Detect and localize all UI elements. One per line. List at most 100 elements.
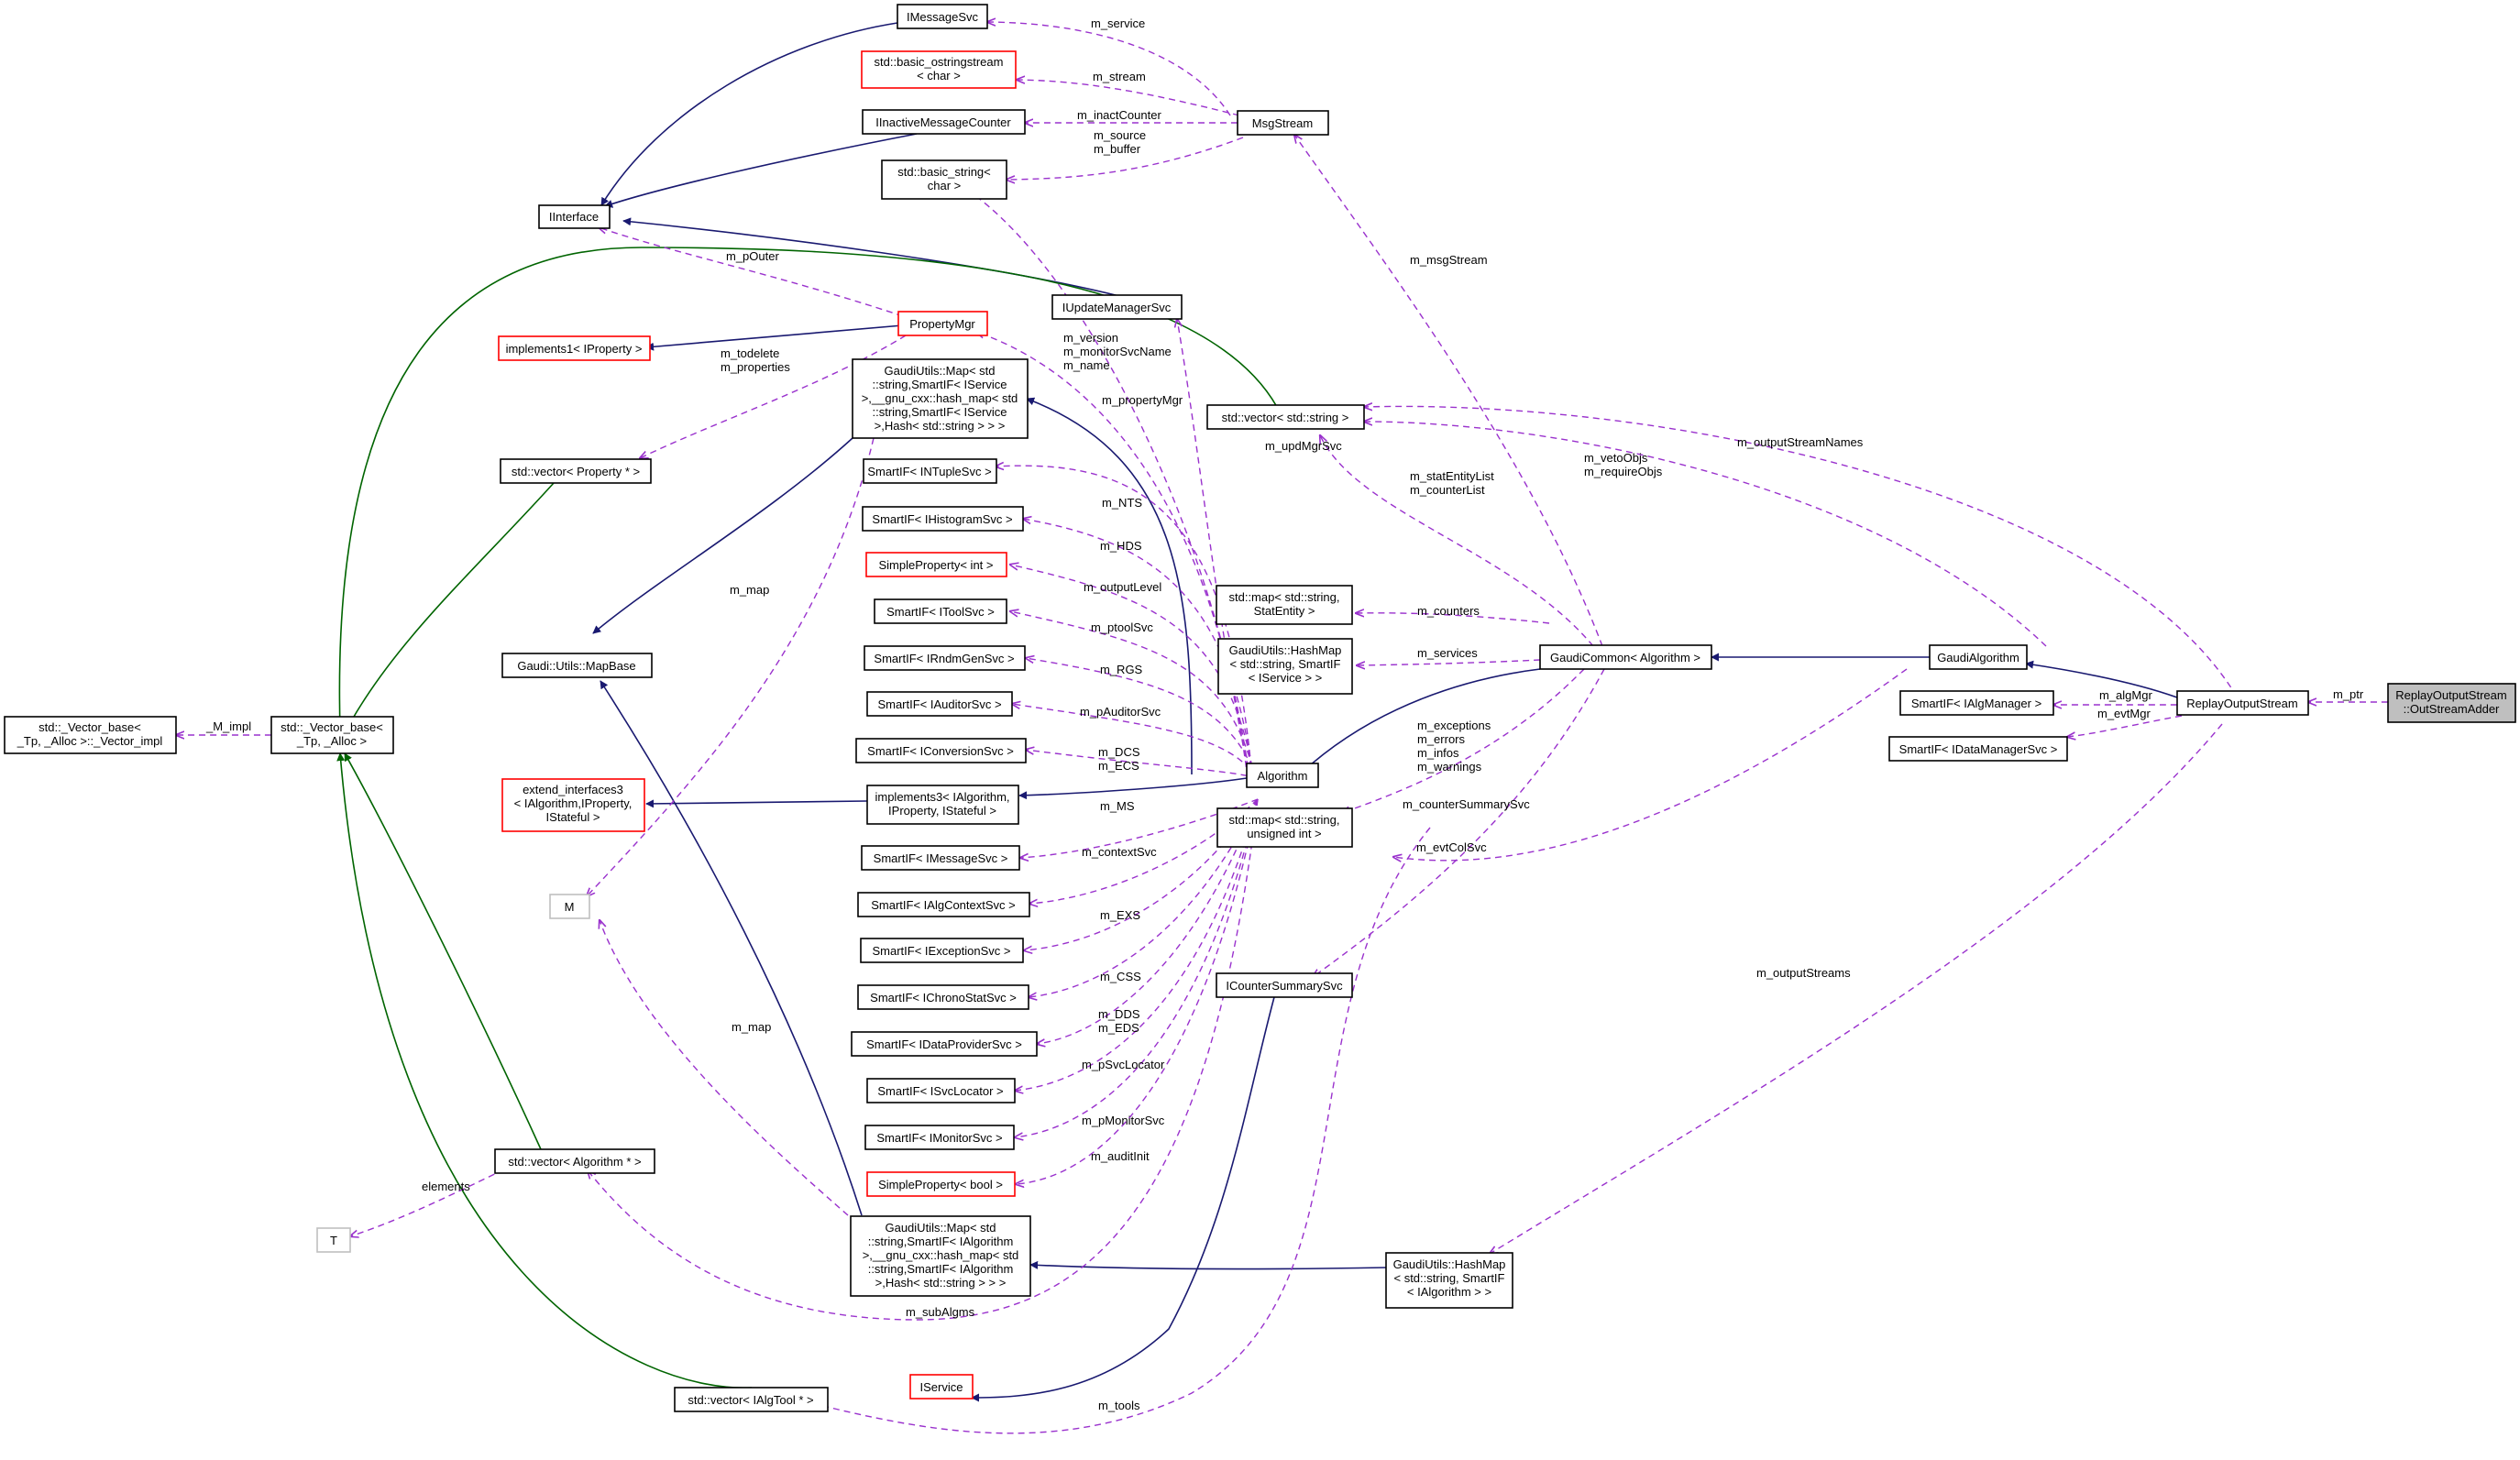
edge-use-m_service [987, 22, 1231, 116]
node-iservice[interactable]: IService [909, 1374, 974, 1400]
node-smartif-ichronostatsvc[interactable]: SmartIF< IChronoStatSvc > [857, 984, 1029, 1010]
node-implements3[interactable]: implements3< IAlgorithm,IProperty, IStat… [866, 785, 1019, 825]
node-msgstream[interactable]: MsgStream [1237, 110, 1329, 136]
svg-text:Gaudi::Utils::MapBase: Gaudi::Utils::MapBase [517, 659, 635, 673]
node-vector-string[interactable]: std::vector< std::string > [1206, 404, 1365, 430]
edge-label-layer: m_service m_stream m_inactCounter m_sour… [205, 16, 2364, 1412]
text-line: < std::string, SmartIF [1229, 657, 1340, 671]
text-line: m_infos [1417, 746, 1459, 760]
node-map-uint[interactable]: std::map< std::string,unsigned int > [1216, 807, 1353, 848]
node-outstreamadder[interactable]: ReplayOutputStream::OutStreamAdder [2387, 683, 2516, 723]
node-extend-interfaces3[interactable]: extend_interfaces3< IAlgorithm,IProperty… [501, 778, 645, 832]
node-propertymgr[interactable]: PropertyMgr [897, 311, 988, 336]
node-vector-algtool[interactable]: std::vector< IAlgTool * > [674, 1387, 829, 1412]
text-line: SmartIF< IChronoStatSvc > [870, 991, 1017, 1004]
svg-text:IService: IService [920, 1380, 963, 1394]
node-gaudialgorithm[interactable]: GaudiAlgorithm [1929, 644, 2028, 670]
node-smartif-iexceptionsvc[interactable]: SmartIF< IExceptionSvc > [860, 938, 1024, 963]
node-smartif-iauditorsvc[interactable]: SmartIF< IAuditorSvc > [866, 691, 1013, 717]
node-smartif-idataprovidersvc[interactable]: SmartIF< IDataProviderSvc > [851, 1031, 1038, 1057]
text-line: m_pOuter [726, 249, 779, 263]
node-smartif-imonitorsvc[interactable]: SmartIF< IMonitorSvc > [864, 1125, 1015, 1150]
label-m_service: m_service [1091, 16, 1145, 30]
text-line: >,Hash< std::string > > > [875, 1276, 1007, 1290]
node-simpleproperty-bool[interactable]: SimpleProperty< bool > [866, 1171, 1016, 1197]
text-line: m_pMonitorSvc [1082, 1114, 1165, 1127]
node-iupdatemanagersvc[interactable]: IUpdateManagerSvc [1051, 294, 1183, 320]
svg-text:GaudiUtils::HashMap< std::stri: GaudiUtils::HashMap< std::string, SmartI… [1393, 1257, 1506, 1299]
node-imessagesvc[interactable]: IMessageSvc [897, 4, 988, 29]
label-m_RGS: m_RGS [1100, 663, 1143, 676]
text-line: char > [928, 179, 962, 192]
text-line: m_inactCounter [1077, 108, 1161, 122]
node-smartif-isvclocator[interactable]: SmartIF< ISvcLocator > [866, 1078, 1016, 1103]
node-smartif-ialgcontextsvc[interactable]: SmartIF< IAlgContextSvc > [857, 892, 1030, 917]
node-icountersummarysvc[interactable]: ICounterSummarySvc [1216, 972, 1353, 998]
text-line: m_ptoolSvc [1091, 620, 1153, 634]
edge-inherit-mapbase-mapservices [592, 437, 853, 634]
edge-template-vecalgtool-vectorbase [336, 752, 753, 1389]
node-iinactivemessagecounter[interactable]: IInactiveMessageCounter [862, 109, 1026, 135]
node-t[interactable]: T [316, 1227, 351, 1253]
edge-inherit-mapalgorithms-hashmap [1029, 1260, 1387, 1270]
node-smartif-imessagesvc[interactable]: SmartIF< IMessageSvc > [861, 845, 1020, 871]
node-smartif-idatamanagersvc[interactable]: SmartIF< IDataManagerSvc > [1888, 736, 2068, 762]
text-line: SmartIF< IMessageSvc > [874, 851, 1008, 865]
text-line: m_MS [1100, 799, 1135, 813]
svg-text:std::vector< std::string >: std::vector< std::string > [1222, 411, 1349, 424]
node-basic-string[interactable]: std::basic_string<char > [881, 159, 1007, 200]
node-algorithm[interactable]: Algorithm [1246, 763, 1319, 788]
svg-text:SmartIF< IMonitorSvc >: SmartIF< IMonitorSvc > [876, 1131, 1002, 1145]
label-m_pMonitorSvc: m_pMonitorSvc [1082, 1114, 1165, 1127]
edge-use-m_pOuter [599, 227, 904, 317]
node-m[interactable]: M [549, 894, 590, 919]
node-iinterface[interactable]: IInterface [538, 204, 611, 229]
node-smartif-itoolsvc[interactable]: SmartIF< IToolSvc > [874, 598, 1007, 624]
label-m_propertyMgr: m_propertyMgr [1102, 393, 1183, 407]
svg-text:std::_Vector_base<_Tp, _Alloc: std::_Vector_base<_Tp, _Alloc >::_Vector… [17, 720, 163, 748]
node-simpleproperty-int[interactable]: SimpleProperty< int > [865, 552, 1007, 577]
node-mapbase[interactable]: Gaudi::Utils::MapBase [501, 653, 653, 678]
node-vector-base[interactable]: std::_Vector_base<_Tp, _Alloc > [270, 716, 394, 754]
text-line: _Tp, _Alloc > [296, 734, 367, 748]
svg-text:std::basic_string<char >: std::basic_string<char > [897, 165, 991, 192]
label-m_NTS: m_NTS [1102, 496, 1142, 510]
node-smartif-ialgmanager[interactable]: SmartIF< IAlgManager > [1899, 690, 2054, 716]
node-vector-algorithm[interactable]: std::vector< Algorithm * > [494, 1148, 655, 1174]
text-line: SmartIF< ISvcLocator > [877, 1084, 1003, 1098]
node-map-services[interactable]: GaudiUtils::Map< std::string,SmartIF< IS… [852, 358, 1029, 439]
edge-use-m_counterSummarySvc [1313, 668, 1605, 977]
node-smartif-intuplesvc[interactable]: SmartIF< INTupleSvc > [863, 458, 997, 484]
node-smartif-irndmgensvc[interactable]: SmartIF< IRndmGenSvc > [864, 645, 1026, 671]
text-line: ::string,SmartIF< IService [872, 405, 1007, 419]
text-line: IInterface [549, 210, 599, 224]
text-line: m_DDS [1098, 1007, 1140, 1021]
svg-text:implements3< IAlgorithm,IPrope: implements3< IAlgorithm,IProperty, IStat… [875, 790, 1009, 818]
text-line: std::basic_string< [897, 165, 991, 179]
node-vector-base-impl[interactable]: std::_Vector_base<_Tp, _Alloc >::_Vector… [4, 716, 177, 754]
text-line: IStateful > [546, 810, 600, 824]
node-smartif-ihistogramsvc[interactable]: SmartIF< IHistogramSvc > [862, 506, 1024, 532]
label-m_inactCounter: m_inactCounter [1077, 108, 1161, 122]
node-replayoutputstream[interactable]: ReplayOutputStream [2176, 690, 2309, 716]
node-map-algorithms[interactable]: GaudiUtils::Map< std::string,SmartIF< IA… [850, 1215, 1031, 1297]
node-map-statentity[interactable]: std::map< std::string,StatEntity > [1216, 585, 1353, 625]
text-line: m_outputStreamNames [1737, 435, 1864, 449]
node-gaudicommon[interactable]: GaudiCommon< Algorithm > [1539, 644, 1712, 670]
node-smartif-iconversionsvc[interactable]: SmartIF< IConversionSvc > [855, 738, 1027, 763]
node-basic-ostringstream[interactable]: std::basic_ostringstream< char > [861, 50, 1017, 89]
text-line: < char > [917, 69, 961, 82]
text-line: m_map [732, 1020, 771, 1034]
svg-text:SmartIF< ISvcLocator >: SmartIF< ISvcLocator > [877, 1084, 1003, 1098]
text-line: m_ECS [1098, 759, 1139, 773]
edge-use-m_stream [1017, 80, 1240, 116]
node-implements1[interactable]: implements1< IProperty > [498, 335, 651, 361]
text-line: m_subAlgms [906, 1305, 975, 1319]
node-vector-property[interactable]: std::vector< Property * > [500, 458, 652, 484]
node-hashmap-ialgorithm[interactable]: GaudiUtils::HashMap< std::string, SmartI… [1385, 1252, 1513, 1309]
edge-use-m_version [967, 190, 1250, 779]
node-hashmap-iservice[interactable]: GaudiUtils::HashMap< std::string, SmartI… [1217, 638, 1353, 695]
